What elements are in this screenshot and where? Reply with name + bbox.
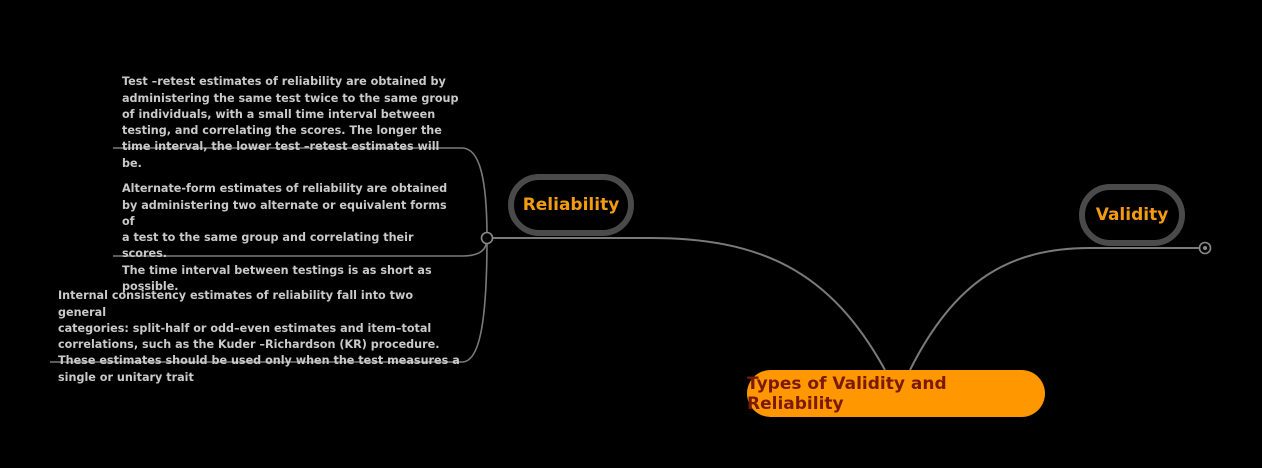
connector-to-internal-consistency: [50, 237, 488, 363]
note-internal-consistency[interactable]: Internal consistency estimates of reliab…: [58, 272, 462, 386]
topic-reliability[interactable]: Reliability: [508, 174, 634, 236]
collapse-circle-icon[interactable]: [480, 231, 494, 245]
root-topic-label: Types of Validity and Reliability: [747, 373, 947, 414]
note-alternate-form[interactable]: Alternate-form estimates of reliability …: [122, 165, 462, 295]
note-test-retest[interactable]: Test –retest estimates of reliability ar…: [122, 58, 462, 172]
note-test-retest-text: Test –retest estimates of reliability ar…: [122, 75, 459, 170]
connector-root-to-reliability: [487, 237, 886, 371]
connector-to-test-retest: [113, 147, 488, 239]
connector-root-to-validity: [909, 247, 1200, 371]
root-topic[interactable]: Types of Validity and Reliability: [747, 370, 1045, 417]
note-internal-consistency-text: Internal consistency estimates of reliab…: [58, 289, 460, 384]
topic-validity-label: Validity: [1095, 205, 1169, 225]
topic-validity[interactable]: Validity: [1079, 184, 1185, 246]
topic-reliability-label: Reliability: [522, 195, 620, 215]
expand-circle-icon[interactable]: [1198, 241, 1212, 255]
note-alternate-form-text: Alternate-form estimates of reliability …: [122, 182, 448, 294]
